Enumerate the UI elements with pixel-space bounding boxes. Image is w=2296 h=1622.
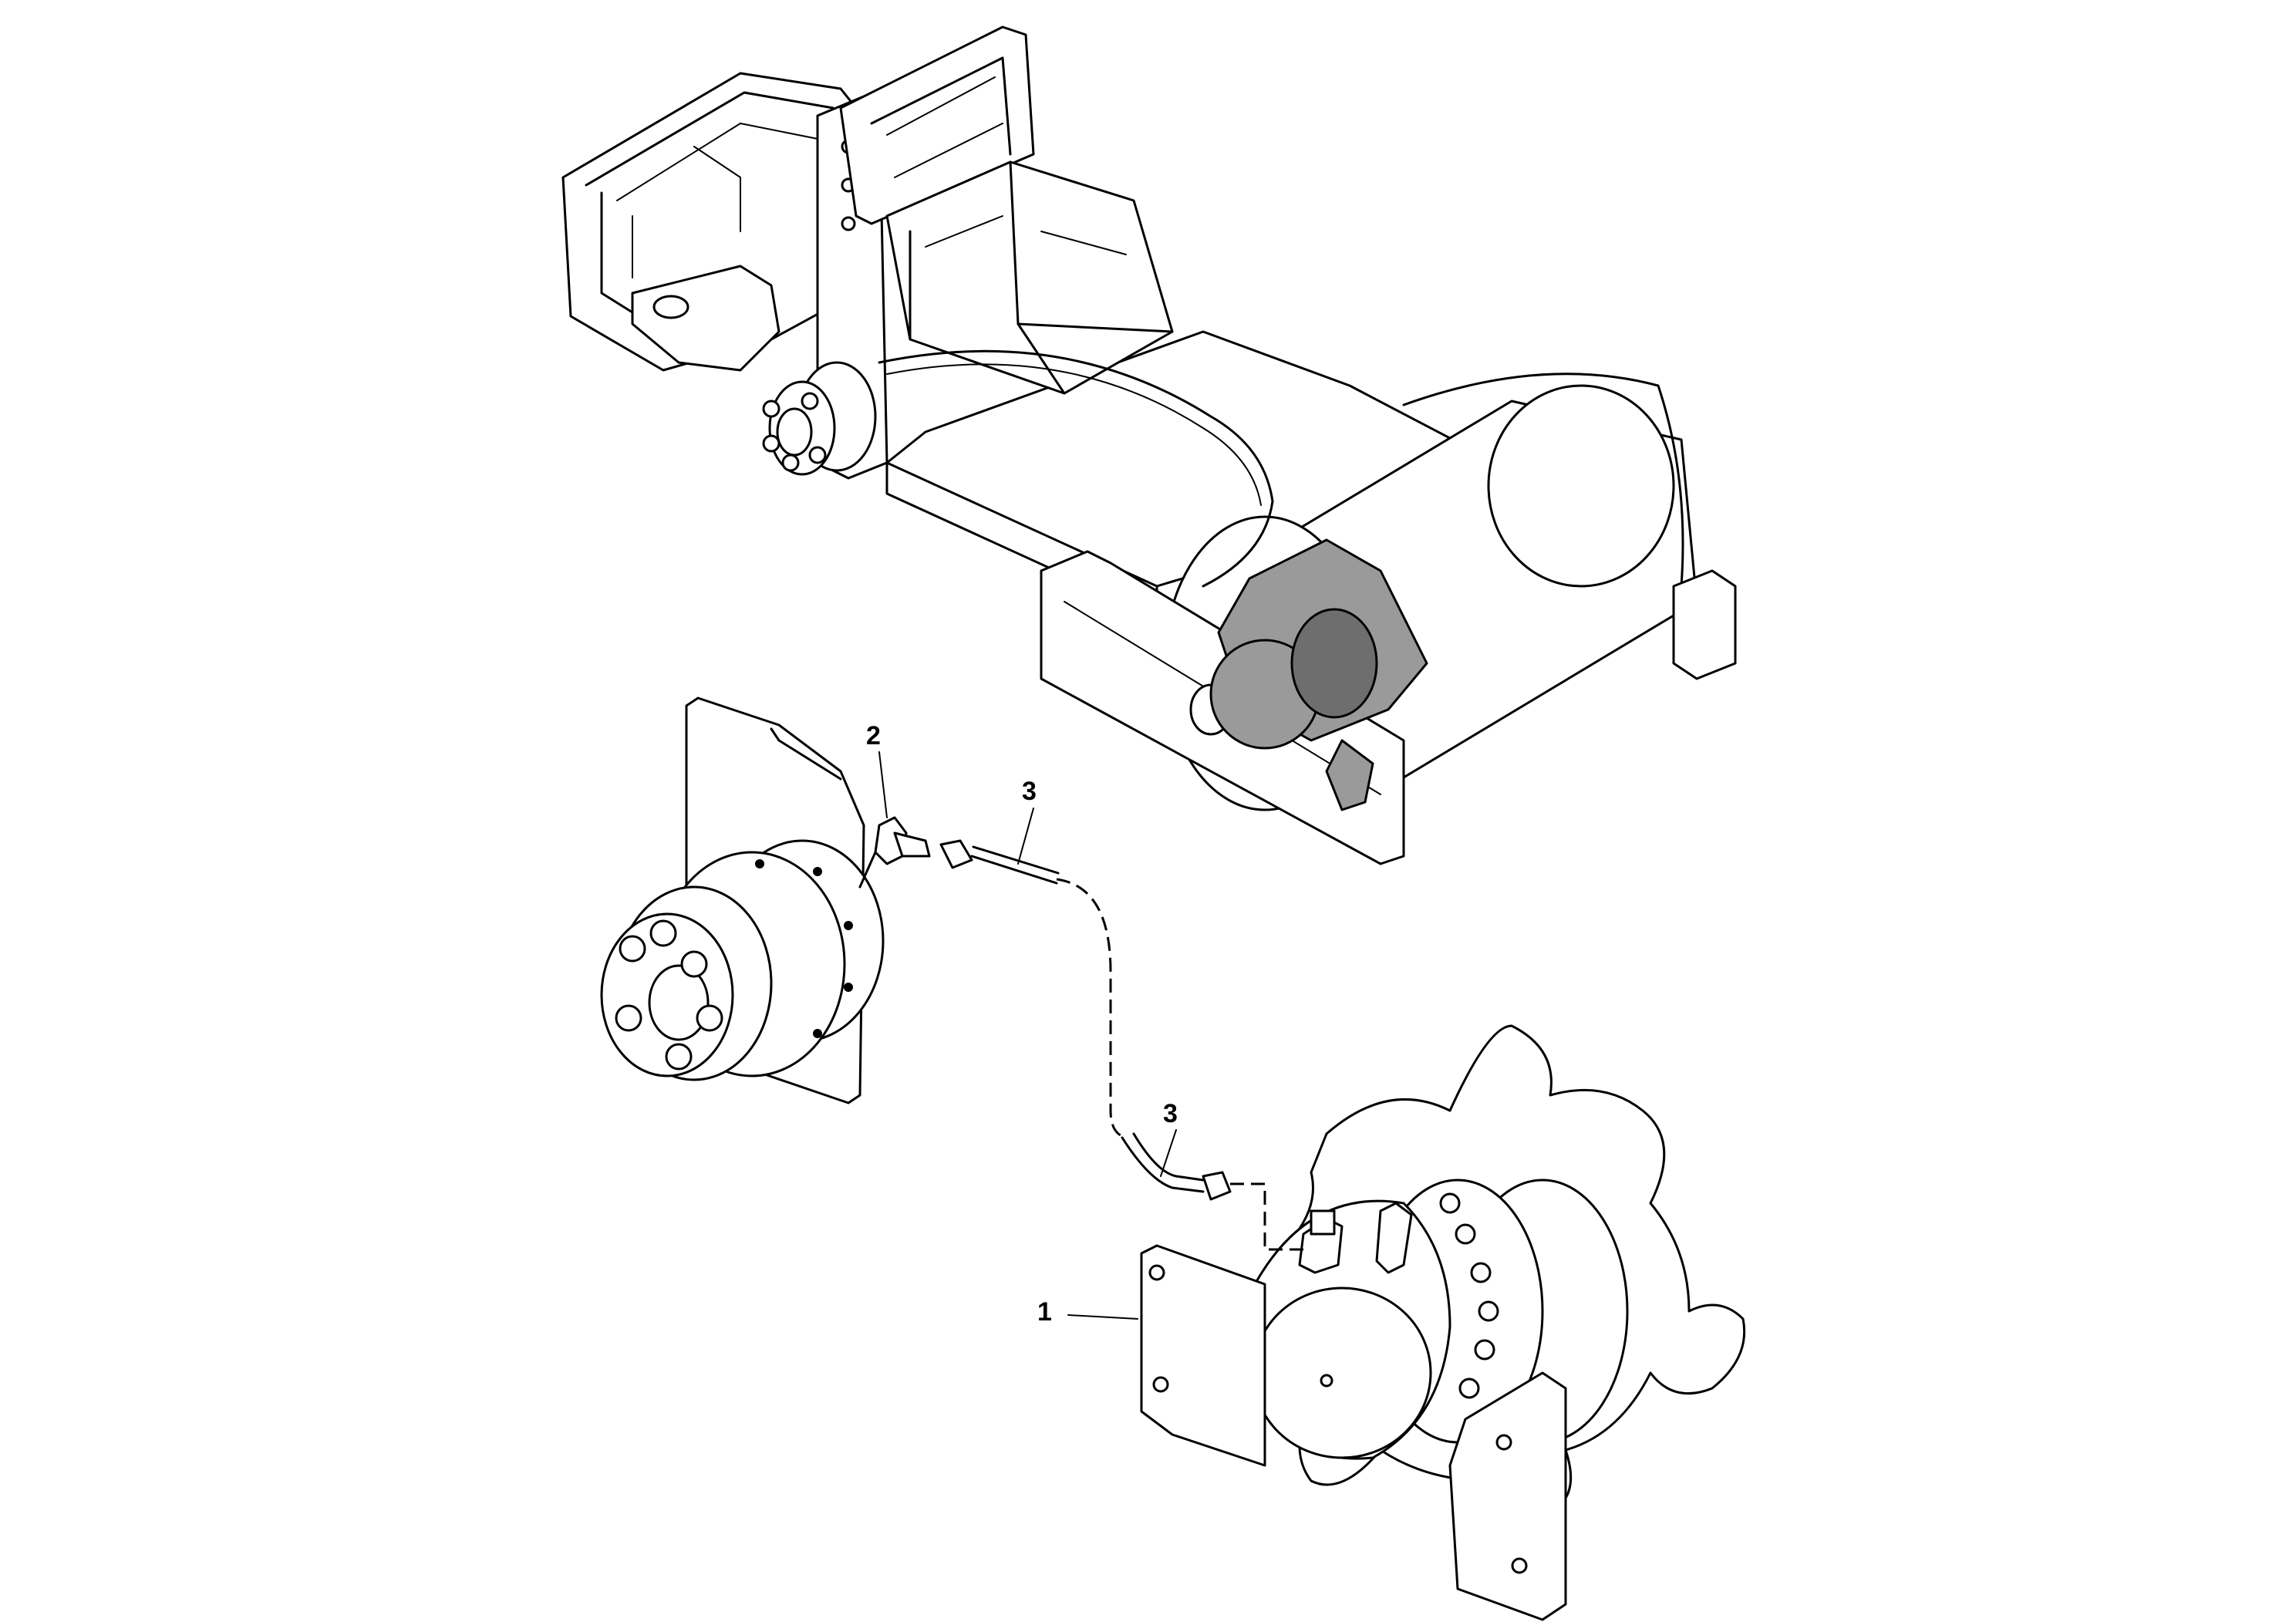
drum-drive-motor-assembly <box>1140 1024 1746 1621</box>
rear-drum-upright <box>1672 569 1737 680</box>
callout-2: 2 <box>866 721 888 818</box>
callout-label: 3 <box>1163 1099 1178 1128</box>
motor-bracket-right <box>1448 1371 1567 1621</box>
hose-end-fitting-upper <box>939 839 973 869</box>
callout-label: 2 <box>866 721 881 750</box>
left-wheel-motor-assembly <box>600 696 885 1104</box>
hose-end-fitting-lower <box>1202 1171 1232 1201</box>
machine-frame-assembly <box>561 25 1737 865</box>
elbow-fitting <box>858 816 931 889</box>
callout-label: 3 <box>1022 777 1037 806</box>
hose-flexible-run <box>1056 878 1127 1139</box>
callout-3-upper: 3 <box>1017 777 1037 865</box>
hose-assembly <box>858 816 1303 1251</box>
frame-side-plate <box>631 265 781 372</box>
hose-rigid-section <box>970 855 1058 885</box>
callout-1: 1 <box>1037 1297 1138 1327</box>
callout-label: 1 <box>1037 1297 1052 1327</box>
wheel-studs <box>615 919 723 1071</box>
motor-bracket-left <box>1140 1244 1266 1467</box>
motor-bolt-ring <box>1439 1192 1499 1399</box>
callout-3-lower: 3 <box>1160 1099 1178 1177</box>
frame-drive-motor <box>762 361 877 476</box>
motor-cap <box>1252 1286 1432 1459</box>
drum-motor-on-frame <box>1209 538 1428 811</box>
